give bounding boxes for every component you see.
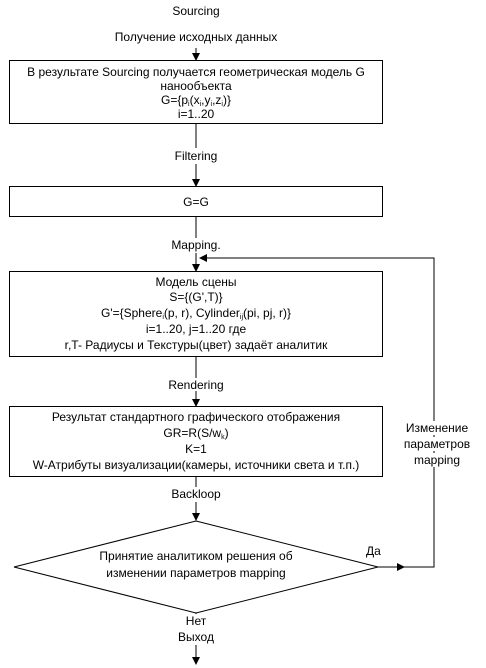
box3-line1: Модель сцены bbox=[155, 275, 237, 289]
loop-label-line1: Изменение bbox=[394, 421, 480, 435]
box3-line2: S={(G',T)} bbox=[169, 290, 223, 304]
box1-formula: G={pi(xi,yi,zi)} bbox=[161, 93, 231, 108]
box3-formula: G'={Spherei(p, r), Cylinderij(pi, pj, r)… bbox=[100, 306, 292, 321]
step-backloop-label: Backloop bbox=[171, 487, 221, 501]
box-filtering-result: G=G bbox=[9, 186, 383, 217]
flow-subtitle: Получение исходных данных bbox=[114, 30, 278, 44]
box3-line4: i=1..20, j=1..20 где bbox=[145, 322, 247, 336]
yes-label: Да bbox=[366, 544, 381, 558]
box-scene-model: Модель сцены S={(G',T)} G'={Spherei(p, r… bbox=[9, 271, 383, 357]
exit-label: Выход bbox=[146, 630, 246, 644]
decision-line2: изменении параметров mapping bbox=[106, 566, 286, 580]
step-filtering-label: Filtering bbox=[174, 149, 218, 163]
box1-line4: i=1..20 bbox=[177, 107, 215, 121]
step-mapping-label: Mapping. bbox=[171, 238, 221, 252]
box-render-result: Результат стандартного графического отоб… bbox=[9, 406, 383, 477]
box-source-model: В результате Sourcing получается геометр… bbox=[9, 60, 383, 124]
box4-line3: K=1 bbox=[185, 442, 207, 456]
step-rendering-label: Rendering bbox=[168, 378, 224, 392]
box3-line5: r,T- Радиусы и Текстуры(цвет) задаёт ана… bbox=[64, 338, 328, 352]
box2-text: G=G bbox=[183, 195, 209, 209]
box1-line1: В результате Sourcing получается геометр… bbox=[27, 65, 365, 79]
decision-line1: Принятие аналитиком решения об bbox=[99, 549, 293, 563]
box4-line1: Результат стандартного графического отоб… bbox=[51, 410, 341, 424]
flow-title: Sourcing bbox=[172, 4, 220, 18]
box1-line2: нанообъекта bbox=[160, 79, 232, 93]
loop-label-line2: параметров bbox=[394, 437, 480, 451]
no-label: Нет bbox=[146, 614, 246, 628]
box4-line4: W-Атрибуты визуализации(камеры, источник… bbox=[32, 458, 360, 472]
box4-formula: GR=R(S/wk) bbox=[163, 426, 229, 441]
loop-back-line bbox=[199, 254, 435, 568]
loop-label-line3: mapping bbox=[394, 453, 480, 467]
